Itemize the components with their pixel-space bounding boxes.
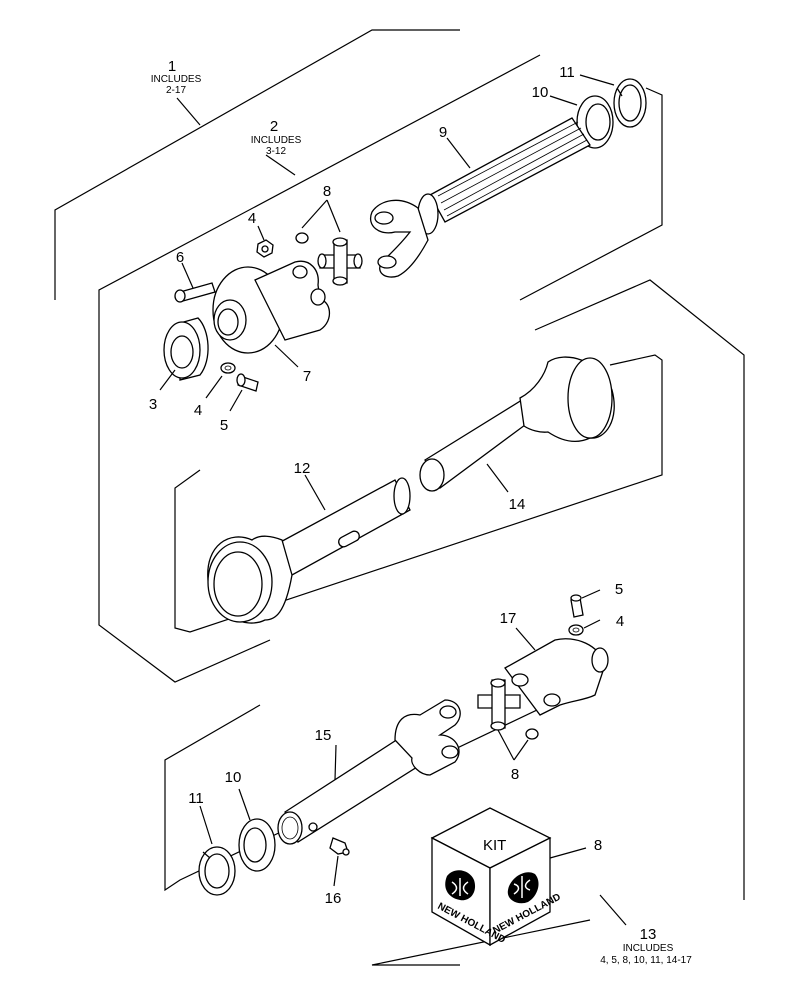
label-7: 7 (303, 368, 311, 385)
outer-guard-tube (207, 477, 411, 624)
label-4-right: 4 (616, 613, 624, 630)
label-5-right: 5 (615, 581, 623, 598)
yoke-bolt-lower (236, 373, 259, 392)
group-1-boundary (54, 29, 460, 300)
universal-joint-cross-lower (477, 678, 539, 740)
lock-nut-right (568, 624, 584, 636)
callout-2-range: 3-12 (266, 146, 286, 157)
spline-yoke (212, 260, 331, 354)
group-2-boundary (98, 54, 663, 683)
label-11-lower: 11 (188, 790, 204, 807)
label-4-top: 4 (248, 210, 256, 227)
lock-nut-lower (220, 362, 236, 374)
label-8-lower: 8 (511, 766, 519, 783)
label-4-mid: 4 (194, 402, 202, 419)
part-labels: 3 4 4 4 5 5 6 7 8 8 8 9 10 10 11 11 12 1… (149, 64, 624, 907)
splined-shaft-yoke (370, 117, 591, 278)
group-12-14-boundary (174, 354, 663, 633)
end-yoke-lower (504, 638, 609, 716)
thrust-washer-lower (238, 818, 276, 872)
thrust-washer-top (576, 95, 614, 149)
grease-fitting (329, 837, 350, 856)
snap-ring-top (613, 78, 647, 128)
callout-1-includes: INCLUDES (151, 74, 202, 85)
label-6: 6 (176, 249, 184, 266)
label-11-top: 11 (559, 64, 575, 81)
label-3: 3 (149, 396, 157, 413)
callout-2-includes: INCLUDES (251, 135, 302, 146)
shield-cone (163, 317, 209, 381)
callout-2: 2 INCLUDES 3-12 (251, 118, 302, 157)
callout-1-range: 2-17 (166, 85, 186, 96)
label-5-mid: 5 (220, 417, 228, 434)
label-9: 9 (439, 124, 447, 141)
kit-box: KIT NEW HOLLAND NEW HOLLAND (430, 807, 563, 947)
label-15: 15 (315, 727, 332, 744)
yoke-bolt (174, 282, 216, 303)
label-10-lower: 10 (225, 769, 242, 786)
callout-1: 1 INCLUDES 2-17 (151, 58, 202, 96)
label-8-top: 8 (323, 183, 331, 200)
universal-joint-cross-top (295, 232, 363, 286)
callout-1-number: 1 (168, 58, 176, 75)
callout-13-number: 13 (640, 926, 657, 943)
label-17: 17 (500, 610, 517, 627)
inner-guard-tube (419, 356, 615, 492)
label-10-top: 10 (532, 84, 549, 101)
label-8-kit: 8 (594, 837, 602, 854)
label-16: 16 (325, 890, 342, 907)
callout-2-number: 2 (270, 118, 278, 135)
splined-tube-yoke (277, 699, 461, 845)
label-12: 12 (294, 460, 311, 477)
callout-13-range: 4, 5, 8, 10, 11, 14-17 (600, 955, 692, 966)
callout-13-includes: INCLUDES (623, 943, 674, 954)
label-14: 14 (509, 496, 526, 513)
lock-nut-top (256, 239, 274, 258)
callout-13: 13 INCLUDES 4, 5, 8, 10, 11, 14-17 (600, 926, 692, 966)
yoke-bolt-right (570, 594, 584, 618)
kit-label: KIT (483, 837, 506, 854)
leader-lines (159, 74, 627, 926)
snap-ring-lower (198, 846, 236, 896)
